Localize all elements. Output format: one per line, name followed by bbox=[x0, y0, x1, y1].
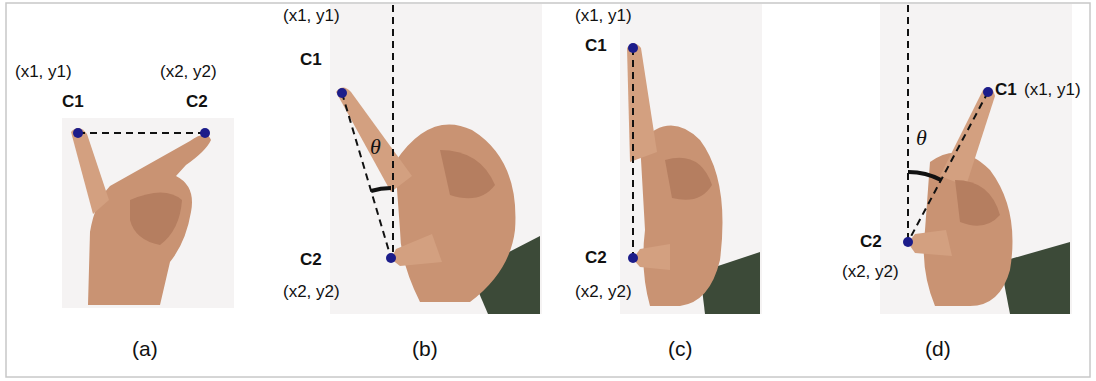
point-label: C2 bbox=[585, 248, 607, 268]
vertical-reference bbox=[392, 5, 394, 258]
point-dot bbox=[628, 43, 638, 53]
curled-fingers bbox=[130, 193, 182, 246]
finger-shape bbox=[940, 88, 995, 186]
thumb-shape bbox=[908, 230, 952, 256]
dashed-line bbox=[342, 93, 391, 258]
hand-photo bbox=[71, 128, 211, 305]
point-label: C1 bbox=[300, 50, 322, 70]
photo-ground bbox=[330, 4, 542, 314]
angle-arc bbox=[908, 172, 941, 180]
panel-caption: (c) bbox=[668, 336, 693, 361]
thumb-shape bbox=[633, 244, 670, 270]
thumb-shape bbox=[71, 128, 109, 214]
photo-ground bbox=[620, 4, 762, 314]
angle-arc bbox=[371, 188, 391, 191]
point-dot bbox=[386, 253, 396, 263]
panel-caption: (d) bbox=[925, 336, 951, 361]
curled-fingers bbox=[665, 158, 712, 200]
coordinate-label: (x2, y2) bbox=[575, 282, 632, 302]
coordinate-label: (x2, y2) bbox=[283, 282, 340, 302]
figure-border bbox=[6, 3, 1090, 377]
dashed-line bbox=[78, 132, 205, 134]
finger-shape bbox=[627, 44, 657, 163]
thumb-shape bbox=[391, 234, 442, 266]
point-dot bbox=[628, 253, 638, 263]
photo-ground bbox=[62, 118, 234, 308]
hand-photo bbox=[908, 88, 1070, 314]
point-label: C1 bbox=[585, 36, 607, 56]
point-dot bbox=[337, 88, 347, 98]
angle-symbol: θ bbox=[916, 125, 927, 151]
coordinate-label: (x1, y1) bbox=[15, 62, 72, 82]
coordinate-label: (x2, y2) bbox=[160, 62, 217, 82]
photo-ground bbox=[880, 4, 1072, 314]
point-label: C2 bbox=[186, 92, 208, 112]
hand-photo bbox=[627, 44, 760, 315]
point-label: C1 bbox=[995, 80, 1017, 100]
point-dot bbox=[200, 128, 210, 138]
curled-fingers bbox=[440, 150, 495, 198]
dashed-line bbox=[632, 48, 634, 258]
vertical-reference bbox=[907, 5, 909, 242]
point-dot bbox=[983, 87, 993, 97]
hand-shape bbox=[88, 135, 211, 305]
point-dot bbox=[73, 128, 83, 138]
coordinate-label: (x1, y1) bbox=[1024, 80, 1081, 100]
coordinate-label: (x2, y2) bbox=[842, 262, 899, 282]
coordinate-label: (x1, y1) bbox=[283, 6, 340, 26]
panel-caption: (a) bbox=[132, 336, 158, 361]
point-dot bbox=[903, 237, 913, 247]
curled-fingers bbox=[955, 180, 1000, 226]
finger-shape bbox=[336, 88, 412, 193]
dashed-line bbox=[908, 92, 988, 242]
hand-photo bbox=[336, 88, 540, 315]
coordinate-label: (x1, y1) bbox=[575, 6, 632, 26]
point-label: C2 bbox=[300, 250, 322, 270]
point-label: C2 bbox=[860, 232, 882, 252]
angle-symbol: θ bbox=[370, 134, 381, 160]
point-label: C1 bbox=[62, 92, 84, 112]
hand-shape bbox=[395, 124, 515, 302]
panel-caption: (b) bbox=[412, 336, 438, 361]
